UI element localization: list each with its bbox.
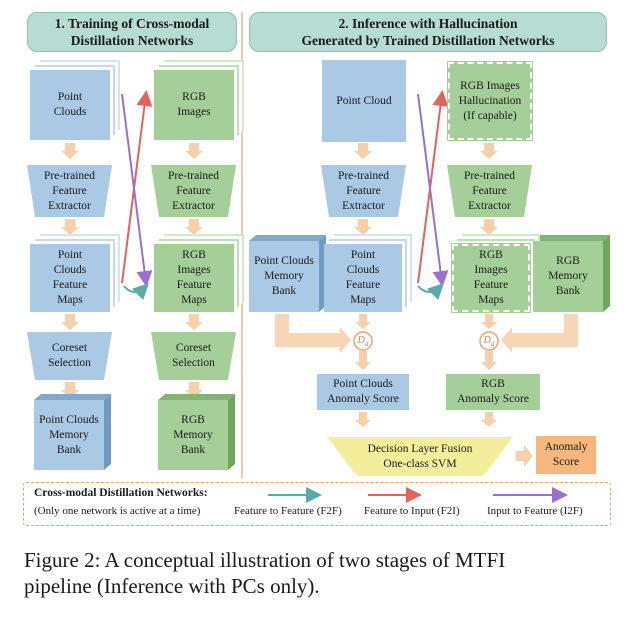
rgb-bank-side-s1: [228, 394, 235, 470]
f2f-arrow-stage2: [417, 283, 444, 301]
stage2-pc-feature-maps: Point Clouds Feature Maps: [324, 244, 402, 312]
rgb-extractor-shape-s1: [151, 165, 236, 217]
stage1-rgb-images: RGB Images: [154, 70, 234, 140]
stage1-title: 1. Training of Cross-modal Distillation …: [27, 12, 237, 52]
stage2-pc-memory-bank: Point Clouds Memory Bank: [249, 241, 319, 312]
f2f-arrow-stage1: [123, 283, 149, 301]
stage2-rgb-hallucination: RGB Images Hallucination (If capable): [447, 61, 533, 141]
stage1-point-clouds: Point Clouds: [30, 70, 110, 140]
rgb-bank-top-s1: [158, 394, 235, 400]
stage1-rgb-feature-maps: RGB Images Feature Maps: [154, 244, 234, 312]
pc-extractor-shape-s1: [27, 165, 112, 217]
fusion-to-score-arrow: [516, 445, 533, 467]
stage2-rgb-extractor-label: Pre-trained Feature Extractor: [463, 169, 516, 212]
stage2-title: 2. Inference with Hallucination Generate…: [249, 12, 607, 52]
stage2-rgb-memory-bank: RGB Memory Bank: [533, 241, 603, 312]
stage2-pc-anomaly-score: Point Clouds Anomaly Score: [317, 374, 409, 410]
pc-distance-node: [353, 331, 373, 351]
fusion-shape: [327, 437, 513, 476]
figure-caption: Figure 2: A conceptual illustration of t…: [24, 548, 506, 598]
rgb-extractor-shape-s2: [447, 165, 532, 217]
stage1-pc-memory-bank: Point Clouds Memory Bank: [34, 400, 104, 470]
legend-subtitle: (Only one network is active at a time): [34, 505, 201, 517]
stage2-pc-extractor-label: Pre-trained Feature Extractor: [337, 169, 390, 212]
stage-separator: [241, 12, 243, 478]
down-arrows-stage2: [354, 143, 498, 427]
pc-coreset-shape: [27, 332, 112, 380]
rgb-bank-side-s2: [603, 235, 610, 312]
pc-bank-top-s1: [34, 394, 111, 400]
decision-fusion-label: Decision Layer Fusion One-class SVM: [367, 443, 473, 470]
rgb-distance-node: [479, 331, 499, 351]
stage2-rgb-feature-maps: RGB Images Feature Maps: [451, 243, 531, 313]
i2f-arrow-stage1: [121, 93, 153, 287]
stage1-pc-coreset-label: Coreset Selection: [48, 342, 91, 369]
stage1-pc-extractor-label: Pre-trained Feature Extractor: [43, 169, 96, 212]
bank-to-distance-arrows: [275, 314, 578, 353]
pc-bank-top-s2: [249, 235, 326, 241]
legend-i2f-label: Input to Feature (I2F): [487, 505, 583, 517]
stage1-pc-feature-maps: Point Clouds Feature Maps: [30, 244, 110, 312]
rgb-distance-label: Dd: [483, 335, 495, 348]
stage1-rgb-coreset-label: Coreset Selection: [172, 342, 215, 369]
rgb-bank-top-s2: [533, 235, 610, 241]
legend-box: [23, 482, 611, 526]
pc-distance-label: Dd: [357, 335, 369, 348]
stage1-rgb-extractor-label: Pre-trained Feature Extractor: [167, 169, 220, 212]
pc-extractor-shape-s2: [321, 165, 406, 217]
final-anomaly-score: Anomaly Score: [536, 436, 596, 474]
legend-f2f-label: Feature to Feature (F2F): [234, 505, 342, 517]
legend-title: Cross-modal Distillation Networks:: [34, 487, 208, 499]
legend-f2i-label: Feature to Input (F2I): [364, 505, 460, 517]
stage1-rgb-memory-bank: RGB Memory Bank: [158, 400, 228, 470]
rgb-coreset-shape: [151, 332, 236, 380]
i2f-arrow-stage2: [417, 93, 449, 287]
stage2-point-cloud: Point Cloud: [322, 60, 406, 142]
stage2-rgb-anomaly-score: RGB Anomaly Score: [446, 374, 540, 410]
pc-bank-side-s1: [104, 394, 111, 470]
